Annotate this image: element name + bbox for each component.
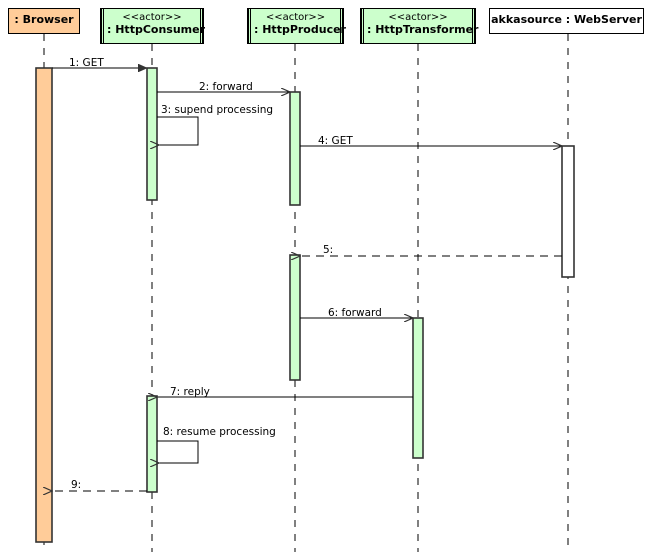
message-2-label: 2: forward xyxy=(199,81,253,93)
message-group xyxy=(52,68,562,491)
participant-httpconsumer-label: : HttpConsumer xyxy=(107,22,206,36)
message-8-label: 8: resume processing xyxy=(163,426,276,438)
participant-webserver-label: akkasource : WebServer xyxy=(491,13,642,27)
message-3-label: 3: supend processing xyxy=(161,104,274,116)
activation-bar-webserver[interactable] xyxy=(561,145,575,278)
message-5-label: 5: xyxy=(323,244,334,256)
participant-httptransformer[interactable]: <<actor>> : HttpTransformer xyxy=(360,8,479,44)
activation-bar-browser[interactable] xyxy=(35,67,53,543)
participant-browser-label: : Browser xyxy=(14,13,74,27)
participant-httpproducer-label: : HttpProducer xyxy=(254,22,346,36)
message-9-label: 9: xyxy=(71,479,82,491)
activation-bar-httpconsumer[interactable] xyxy=(146,67,158,201)
message-4-label: 4: GET xyxy=(318,135,353,147)
activation-bar-httptransformer[interactable] xyxy=(412,317,424,459)
lifeline-group xyxy=(43,34,569,552)
activation-group xyxy=(35,67,575,543)
activation-bar-httpproducer[interactable] xyxy=(289,254,301,381)
message-7-label: 7: reply xyxy=(170,386,210,398)
message-8-self-arrow[interactable] xyxy=(157,440,199,463)
activation-bar-httpconsumer[interactable] xyxy=(146,395,158,493)
activation-bar-httpproducer[interactable] xyxy=(289,91,301,206)
message-3-self-arrow[interactable] xyxy=(157,116,199,145)
message-6-label: 6: forward xyxy=(328,307,382,319)
participant-httpconsumer[interactable]: <<actor>> : HttpConsumer xyxy=(100,8,206,44)
participant-httpproducer[interactable]: <<actor>> : HttpProducer xyxy=(247,8,346,44)
participant-httpproducer-stereotype: <<actor>> xyxy=(265,12,326,23)
participant-browser[interactable]: : Browser xyxy=(8,8,80,34)
participant-httpconsumer-stereotype: <<actor>> xyxy=(122,12,182,23)
participant-webserver[interactable]: akkasource : WebServer xyxy=(489,8,644,34)
participant-httptransformer-stereotype: <<actor>> xyxy=(388,12,448,23)
participant-httptransformer-label: : HttpTransformer xyxy=(367,22,479,36)
message-1-label: 1: GET xyxy=(69,57,104,69)
